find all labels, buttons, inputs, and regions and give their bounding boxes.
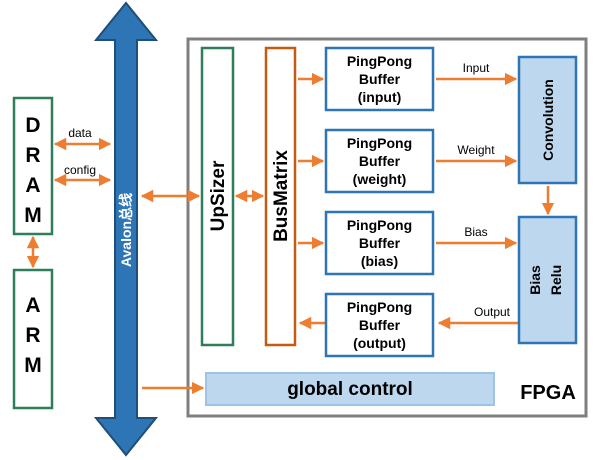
config-link-label: config <box>64 163 96 177</box>
arm-letter-a: A <box>25 294 40 317</box>
data-link-label: data <box>68 126 92 140</box>
output-arrow-label: Output <box>474 305 511 319</box>
input-buffer-block <box>324 46 435 112</box>
weight-arrow-label: Weight <box>457 143 495 157</box>
dram-letter-a: A <box>25 174 40 197</box>
output-buffer-block <box>324 292 435 358</box>
arm-block <box>12 268 54 410</box>
output-buffer-line3: (output) <box>353 335 406 351</box>
dram-block <box>12 96 54 236</box>
bias-buffer-line1: PingPong <box>347 217 412 233</box>
bias-buffer-line3: (bias) <box>361 253 398 269</box>
upsizer-label: UpSizer <box>208 160 229 231</box>
dram-letter-d: D <box>25 114 40 137</box>
bias-buffer-block <box>324 210 435 276</box>
dram-letter-r: R <box>25 144 40 167</box>
convolution-block <box>517 55 578 185</box>
arm-letter-r: R <box>25 324 40 347</box>
input-buffer-line1: PingPong <box>347 53 412 69</box>
bias-buffer-line2: Buffer <box>359 235 401 251</box>
convolution-label: Convolution <box>540 79 556 161</box>
bias-relu-block <box>517 215 578 345</box>
output-buffer-line1: PingPong <box>347 299 412 315</box>
bias-relu-line2: Relu <box>548 265 564 295</box>
output-buffer-line2: Buffer <box>359 317 401 333</box>
busmatrix-label: BusMatrix <box>271 150 292 242</box>
weight-buffer-line3: (weight) <box>353 171 407 187</box>
weight-buffer-block <box>324 128 435 194</box>
global-control-block <box>205 372 495 406</box>
weight-buffer-line1: PingPong <box>347 135 412 151</box>
fpga-label: FPGA <box>520 382 576 404</box>
input-buffer-line2: Buffer <box>359 71 401 87</box>
avalon-bus-arrow <box>93 1 159 457</box>
weight-buffer-line2: Buffer <box>359 153 401 169</box>
global-control-label: global control <box>287 379 413 400</box>
bias-arrow-label: Bias <box>464 225 487 239</box>
busmatrix-block <box>264 46 297 347</box>
avalon-bus-label: Avalon总线 <box>118 193 134 267</box>
dram-letter-m: M <box>24 204 42 227</box>
bias-relu-line1: Bias <box>527 265 543 295</box>
upsizer-block <box>200 46 235 347</box>
input-buffer-line3: (input) <box>358 89 402 105</box>
arm-letter-m: M <box>24 354 42 377</box>
input-arrow-label: Input <box>463 61 490 75</box>
